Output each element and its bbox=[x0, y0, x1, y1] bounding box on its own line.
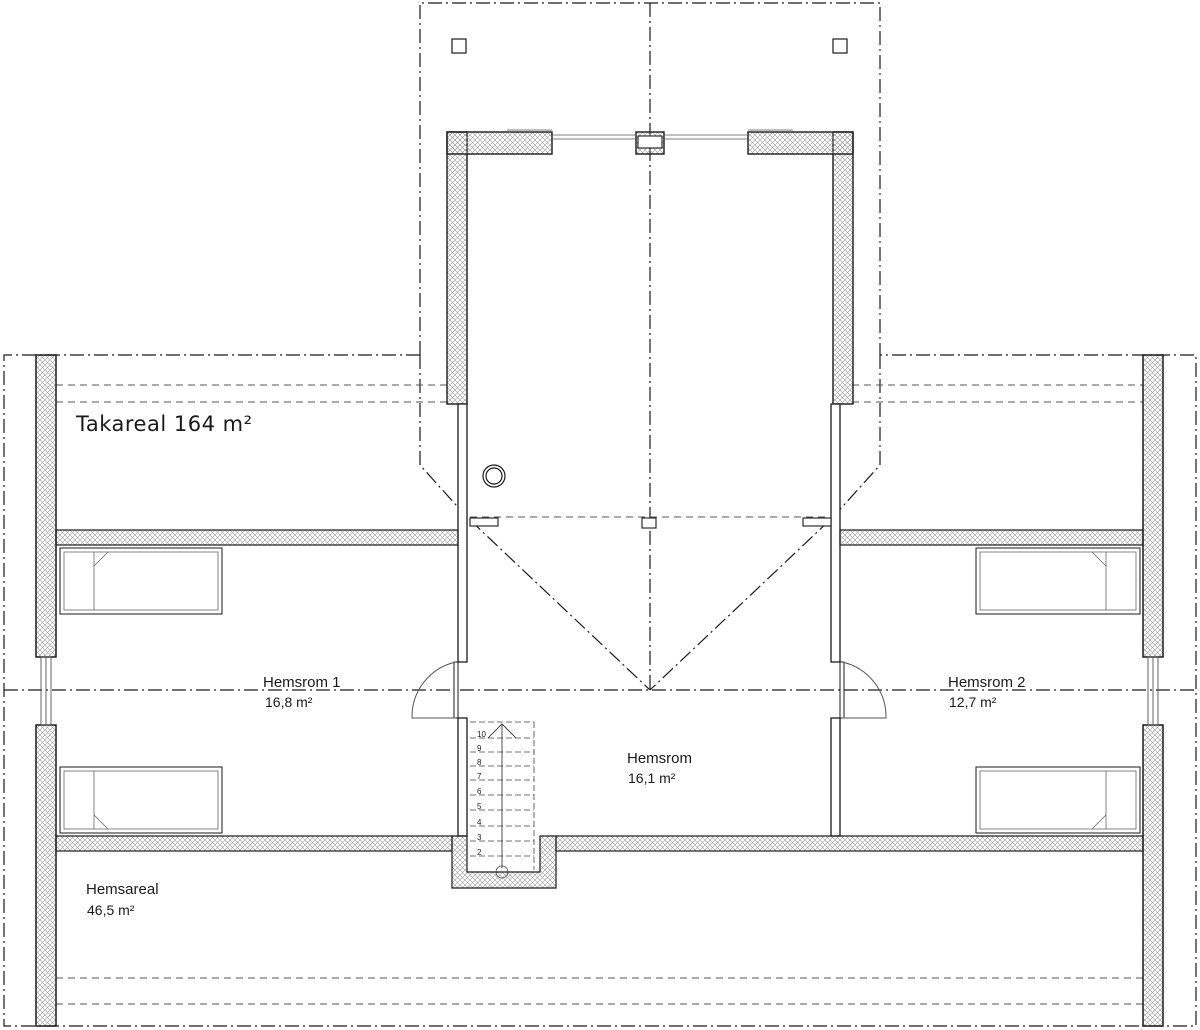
room-name-hemsrom-1: Hemsrom 1 bbox=[263, 674, 341, 691]
stair-step-number: 2 bbox=[477, 848, 482, 857]
door-left bbox=[411, 661, 459, 719]
knee-walls bbox=[55, 529, 1144, 852]
dormer-walls bbox=[446, 131, 854, 405]
stair-step-number: 6 bbox=[477, 787, 482, 796]
stair-step-number: 7 bbox=[477, 772, 482, 781]
stair-well bbox=[451, 835, 557, 889]
roof-outline bbox=[3, 2, 1197, 1027]
room-area-hemsrom-1: 16,8 m² bbox=[265, 694, 313, 710]
stair-steps bbox=[470, 721, 535, 879]
room-area-hemsrom: 16,1 m² bbox=[628, 770, 676, 786]
door-right bbox=[839, 661, 887, 719]
gable-windows bbox=[40, 656, 1159, 726]
stair-step-number: 10 bbox=[477, 730, 486, 739]
stair-step-numbers: 10 9 8 7 6 5 4 3 2 bbox=[477, 730, 486, 857]
room-area-hemsareal: 46,5 m² bbox=[87, 902, 135, 918]
stair-step-number: 9 bbox=[477, 744, 482, 753]
roof-area-label: Takareal 164 m² bbox=[76, 412, 253, 436]
stair-step-number: 8 bbox=[477, 758, 482, 767]
room-name-hemsrom: Hemsrom bbox=[627, 750, 693, 767]
room-area-hemsrom-2: 12,7 m² bbox=[949, 694, 997, 710]
dormer-windows bbox=[507, 129, 793, 140]
room-name-hemsrom-2: Hemsrom 2 bbox=[948, 674, 1026, 691]
bed-lower-left bbox=[59, 766, 223, 834]
stair-step-number: 3 bbox=[477, 833, 482, 842]
gable-walls bbox=[35, 354, 1164, 1027]
stair-step-number: 4 bbox=[477, 818, 482, 827]
roof-dashed-lines bbox=[56, 384, 1143, 1005]
bed-upper-left bbox=[59, 547, 223, 615]
vent-square-left bbox=[451, 38, 467, 54]
bed-lower-right bbox=[975, 766, 1141, 834]
bed-upper-right bbox=[975, 547, 1141, 615]
room-name-hemsareal: Hemsareal bbox=[86, 881, 159, 898]
vent-square-right bbox=[832, 38, 848, 54]
beam-and-posts bbox=[469, 135, 832, 529]
stair-step-number: 5 bbox=[477, 802, 482, 811]
ceiling-fixture-icon bbox=[482, 464, 506, 488]
